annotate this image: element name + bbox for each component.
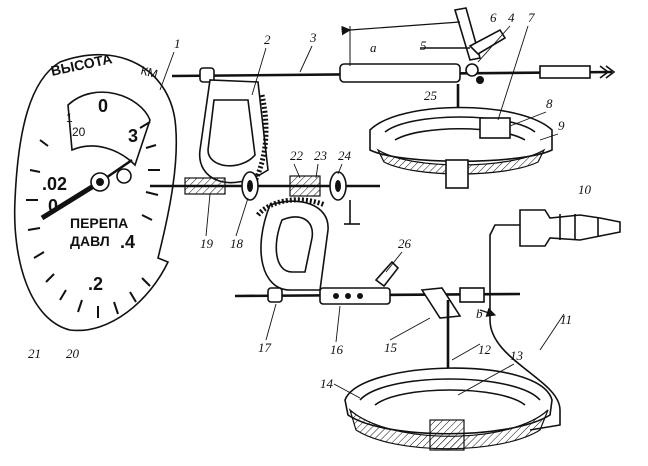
label-5: 5 <box>420 38 427 53</box>
dial-num-20: 20 <box>72 125 86 139</box>
label-23: 23 <box>314 148 328 163</box>
dial-ticks <box>26 121 160 318</box>
dial-word-pressure-1: ПЕРЕПА <box>70 215 128 231</box>
label-4: 4 <box>508 10 515 25</box>
dial-num-1: 1 <box>66 111 73 125</box>
upper-linkage <box>420 7 507 84</box>
dial-word-pressure-2: ДАВЛ <box>70 233 110 249</box>
label-a: a <box>370 40 377 55</box>
upper-shaft <box>171 63 616 83</box>
label-19: 19 <box>200 236 214 251</box>
dial-num-4: .4 <box>120 232 135 252</box>
upper-lever <box>199 79 269 192</box>
label-7: 7 <box>528 10 535 25</box>
lower-shaft <box>234 260 521 319</box>
label-12: 12 <box>478 342 492 357</box>
label-2: 2 <box>264 32 271 47</box>
label-17: 17 <box>258 340 272 355</box>
dial-plate: ВЫСОТА КМ 0 1 20 3 .02 0 ПЕРЕПА ДАВЛ .4 … <box>13 50 178 332</box>
label-16: 16 <box>330 342 344 357</box>
label-13: 13 <box>510 348 524 363</box>
label-6: 6 <box>490 10 497 25</box>
label-21: 21 <box>28 346 41 361</box>
label-10: 10 <box>578 182 592 197</box>
label-3: 3 <box>309 30 317 45</box>
label-14: 14 <box>320 376 334 391</box>
label-24: 24 <box>338 148 352 163</box>
lower-lever <box>256 197 329 291</box>
dial-num-3: 3 <box>128 126 138 146</box>
label-22: 22 <box>290 148 304 163</box>
label-9: 9 <box>558 118 565 133</box>
label-26: 26 <box>398 236 412 251</box>
dial-num-0: 0 <box>98 96 108 116</box>
pressure-pipe <box>489 209 621 431</box>
label-b: b <box>476 306 483 321</box>
label-15: 15 <box>384 340 398 355</box>
pointer-hand <box>40 179 102 221</box>
label-8: 8 <box>546 96 553 111</box>
label-11: 11 <box>560 312 572 327</box>
dial-unit-km: КМ <box>139 63 159 81</box>
upper-capsule <box>369 84 553 189</box>
dimension-a <box>341 21 461 66</box>
dial-num-02: .02 <box>42 174 67 194</box>
dial-num-2: .2 <box>88 274 103 294</box>
label-1: 1 <box>174 36 181 51</box>
label-25: 25 <box>424 88 438 103</box>
lower-capsule <box>344 300 553 451</box>
label-20: 20 <box>66 346 80 361</box>
dial-num-0b: 0 <box>48 196 58 216</box>
middle-shaft <box>150 171 380 225</box>
leader-lines <box>159 25 565 399</box>
label-18: 18 <box>230 236 244 251</box>
